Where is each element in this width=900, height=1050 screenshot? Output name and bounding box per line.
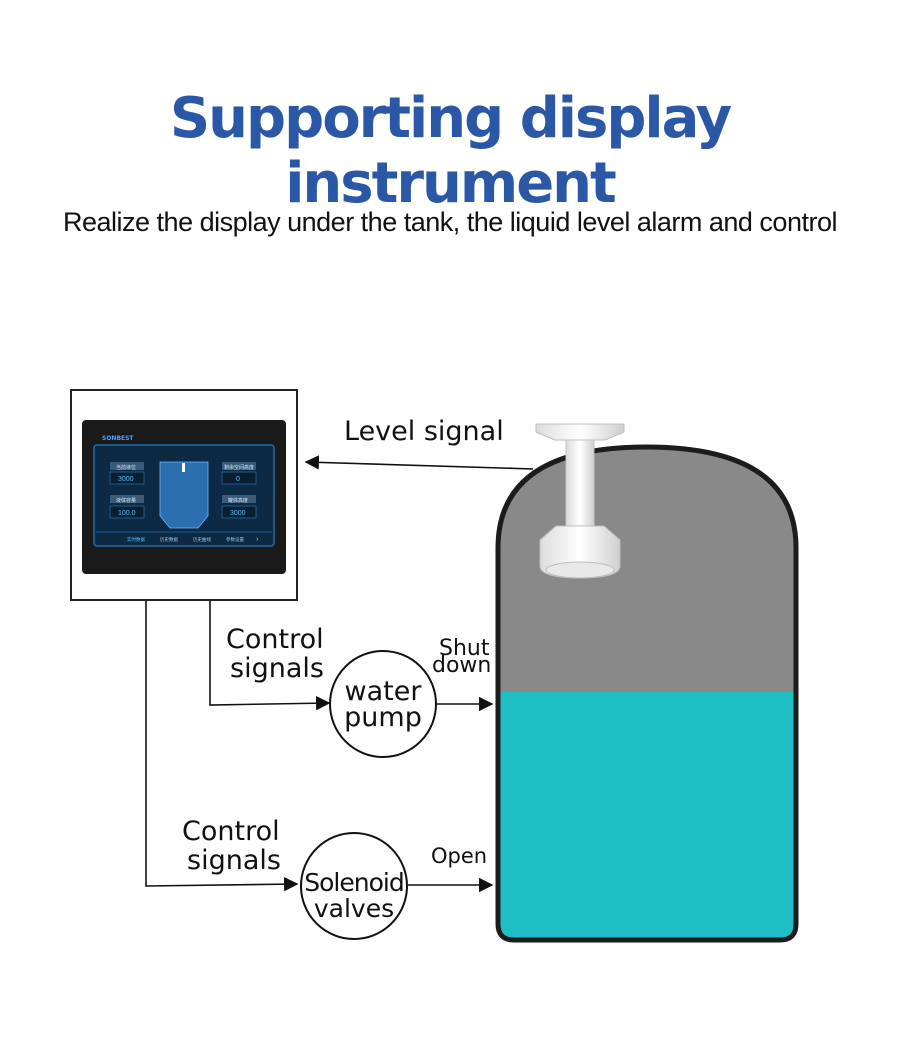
tank-outline: [495, 444, 799, 943]
tank: [495, 444, 799, 943]
level-sensor-icon: [535, 423, 625, 579]
solenoid-label-line1: Solenoid: [304, 868, 403, 897]
field-value-box: [109, 471, 145, 485]
field-value: 0: [236, 476, 240, 483]
valve-control-label-line1: Control: [182, 816, 280, 847]
level-signal-label: Level signal: [344, 416, 504, 447]
field-value: 100.0: [118, 510, 136, 517]
pump-control-line: [209, 601, 331, 711]
shut-down-label-line2: down: [432, 653, 491, 678]
tank-liquid: [498, 692, 796, 940]
screen-tab: 历史数据: [160, 536, 178, 543]
shut-down-label-line1: Shut: [439, 636, 490, 661]
water-pump-label-line2: pump: [344, 702, 422, 733]
field-label: 罐体高度: [228, 497, 248, 504]
solenoid-label-line2: valves: [314, 894, 394, 923]
field-label: 液体容量: [116, 497, 136, 504]
field-label-bg: [222, 495, 256, 503]
instrument-brand: SONBEST: [102, 435, 134, 442]
field-label: 剩余空间高度: [224, 464, 254, 471]
open-label: Open: [431, 844, 487, 868]
field-label-bg: [222, 462, 256, 470]
solenoid-valves: [300, 832, 408, 940]
field-label: 当前液位: [116, 464, 136, 471]
screen-probe-icon: [182, 463, 185, 472]
page-subtitle: Realize the display under the tank, the …: [63, 207, 837, 237]
field-label-bg: [110, 462, 144, 470]
screen-tab: 历史曲线: [193, 536, 211, 543]
field-label-bg: [110, 495, 144, 503]
valve-control-label-line2: signals: [187, 845, 281, 876]
display-instrument: SONBEST 当前液位 3000 液体容量 100.0 剩余空间高度 0 罐体…: [70, 389, 298, 601]
valve-control-line: [145, 601, 299, 892]
field-value-box: [221, 505, 257, 519]
field-value-box: [221, 471, 257, 485]
water-pump-label-line1: water: [345, 676, 423, 707]
screen-next-icon: ›: [256, 536, 259, 543]
page-title: Supporting display instrument: [169, 86, 732, 216]
screen-tab: 实时数据: [127, 536, 145, 543]
field-value-box: [109, 505, 145, 519]
water-pump: [329, 650, 437, 758]
screen-tab: 参数设置: [226, 536, 244, 543]
pump-control-label-line2: signals: [230, 653, 324, 684]
field-value: 3000: [118, 476, 134, 483]
field-value: 3000: [230, 510, 246, 517]
screen-tank-icon: [159, 461, 209, 529]
pump-control-label-line1: Control: [226, 624, 324, 655]
level-signal-arrow: [304, 455, 534, 470]
